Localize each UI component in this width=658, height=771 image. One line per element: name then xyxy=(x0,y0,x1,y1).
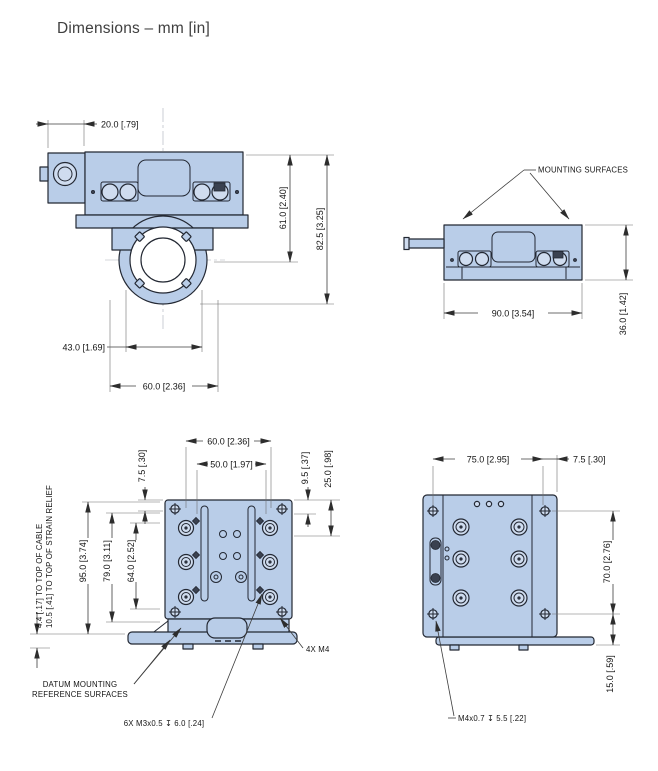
note-m4: M4x0.7 ↧ 5.5 [.22] xyxy=(458,714,526,723)
front-view: 20.0 [.79] 61.0 [2.40] 82.5 [3.25] 43.0 … xyxy=(36,108,334,392)
bottom-view: 60.0 [2.36] 50.0 [1.97] 7.5 [.30] 9.5 [.… xyxy=(30,437,340,728)
dim-9-5: 9.5 [.37] xyxy=(300,452,310,485)
dim-15: 15.0 [.59] xyxy=(605,655,615,693)
dim-36: 36.0 [1.42] xyxy=(618,293,628,336)
mounting-surfaces-note: MOUNTING SURFACES xyxy=(538,166,628,175)
front-body xyxy=(39,151,249,305)
corner-screw-holes xyxy=(169,503,288,618)
side-body xyxy=(403,224,583,281)
dim-61: 61.0 [2.40] xyxy=(278,187,288,230)
side-view: MOUNTING SURFACES 90.0 [3.54] 36.0 [1.42… xyxy=(403,166,633,336)
dim-90: 90.0 [3.54] xyxy=(492,309,535,319)
dim-95: 95.0 [3.74] xyxy=(78,540,88,583)
dim-50: 50.0 [1.97] xyxy=(210,460,253,470)
note-strain-relief: 10.5 [.41] TO TOP OF STRAIN RELIEF xyxy=(45,485,54,628)
dim-43: 43.0 [1.69] xyxy=(62,343,105,353)
back-body xyxy=(422,494,595,651)
back-view: 75.0 [2.95] 7.5 [.30] 70.0 [2.76] 15.0 [… xyxy=(422,455,620,723)
dim-75: 75.0 [2.95] xyxy=(467,455,510,465)
dim-60-bottom: 60.0 [2.36] xyxy=(207,437,250,447)
cable xyxy=(406,238,445,249)
dim-64: 64.0 [2.52] xyxy=(126,540,136,583)
back-dimensions: 75.0 [2.95] 7.5 [.30] 70.0 [2.76] 15.0 [… xyxy=(432,455,620,723)
bottom-dimensions: 60.0 [2.36] 50.0 [1.97] 7.5 [.30] 9.5 [.… xyxy=(30,437,340,728)
socket-screws xyxy=(177,519,279,606)
dim-70: 70.0 [2.76] xyxy=(602,541,612,584)
dim-82: 82.5 [3.25] xyxy=(315,208,325,251)
note-cable: 4.4 [.17] TO TOP OF CABLE xyxy=(35,524,44,628)
center-holes xyxy=(210,530,247,583)
note-6x-m3: 6X M3x0.5 ↧ 6.0 [.24] xyxy=(124,719,205,728)
note-4x-m4: 4X M4 xyxy=(306,645,330,654)
back-flange xyxy=(435,636,595,646)
page-title: Dimensions – mm [in] xyxy=(57,20,211,37)
dim-25: 25.0 [.98] xyxy=(323,450,333,488)
lens-bore xyxy=(140,237,186,283)
note-datum-1: DATUM MOUNTING xyxy=(43,680,118,689)
dim-7-5-bottom: 7.5 [.30] xyxy=(137,450,147,483)
dim-60-front: 60.0 [2.36] xyxy=(143,382,186,392)
note-datum-2: REFERENCE SURFACES xyxy=(32,690,128,699)
bottom-body xyxy=(127,499,298,650)
dim-20: 20.0 [.79] xyxy=(101,120,139,130)
back-corner-holes xyxy=(427,505,551,620)
dim-79: 79.0 [3.11] xyxy=(102,540,112,582)
datum-markers xyxy=(191,516,265,595)
back-socket-screws xyxy=(452,518,528,607)
front-dimensions: 20.0 [.79] 61.0 [2.40] 82.5 [3.25] 43.0 … xyxy=(36,120,334,392)
side-annotations: MOUNTING SURFACES 90.0 [3.54] 36.0 [1.42… xyxy=(443,166,633,336)
side-slot-feature xyxy=(429,537,450,586)
dim-7-5-back: 7.5 [.30] xyxy=(573,455,606,465)
